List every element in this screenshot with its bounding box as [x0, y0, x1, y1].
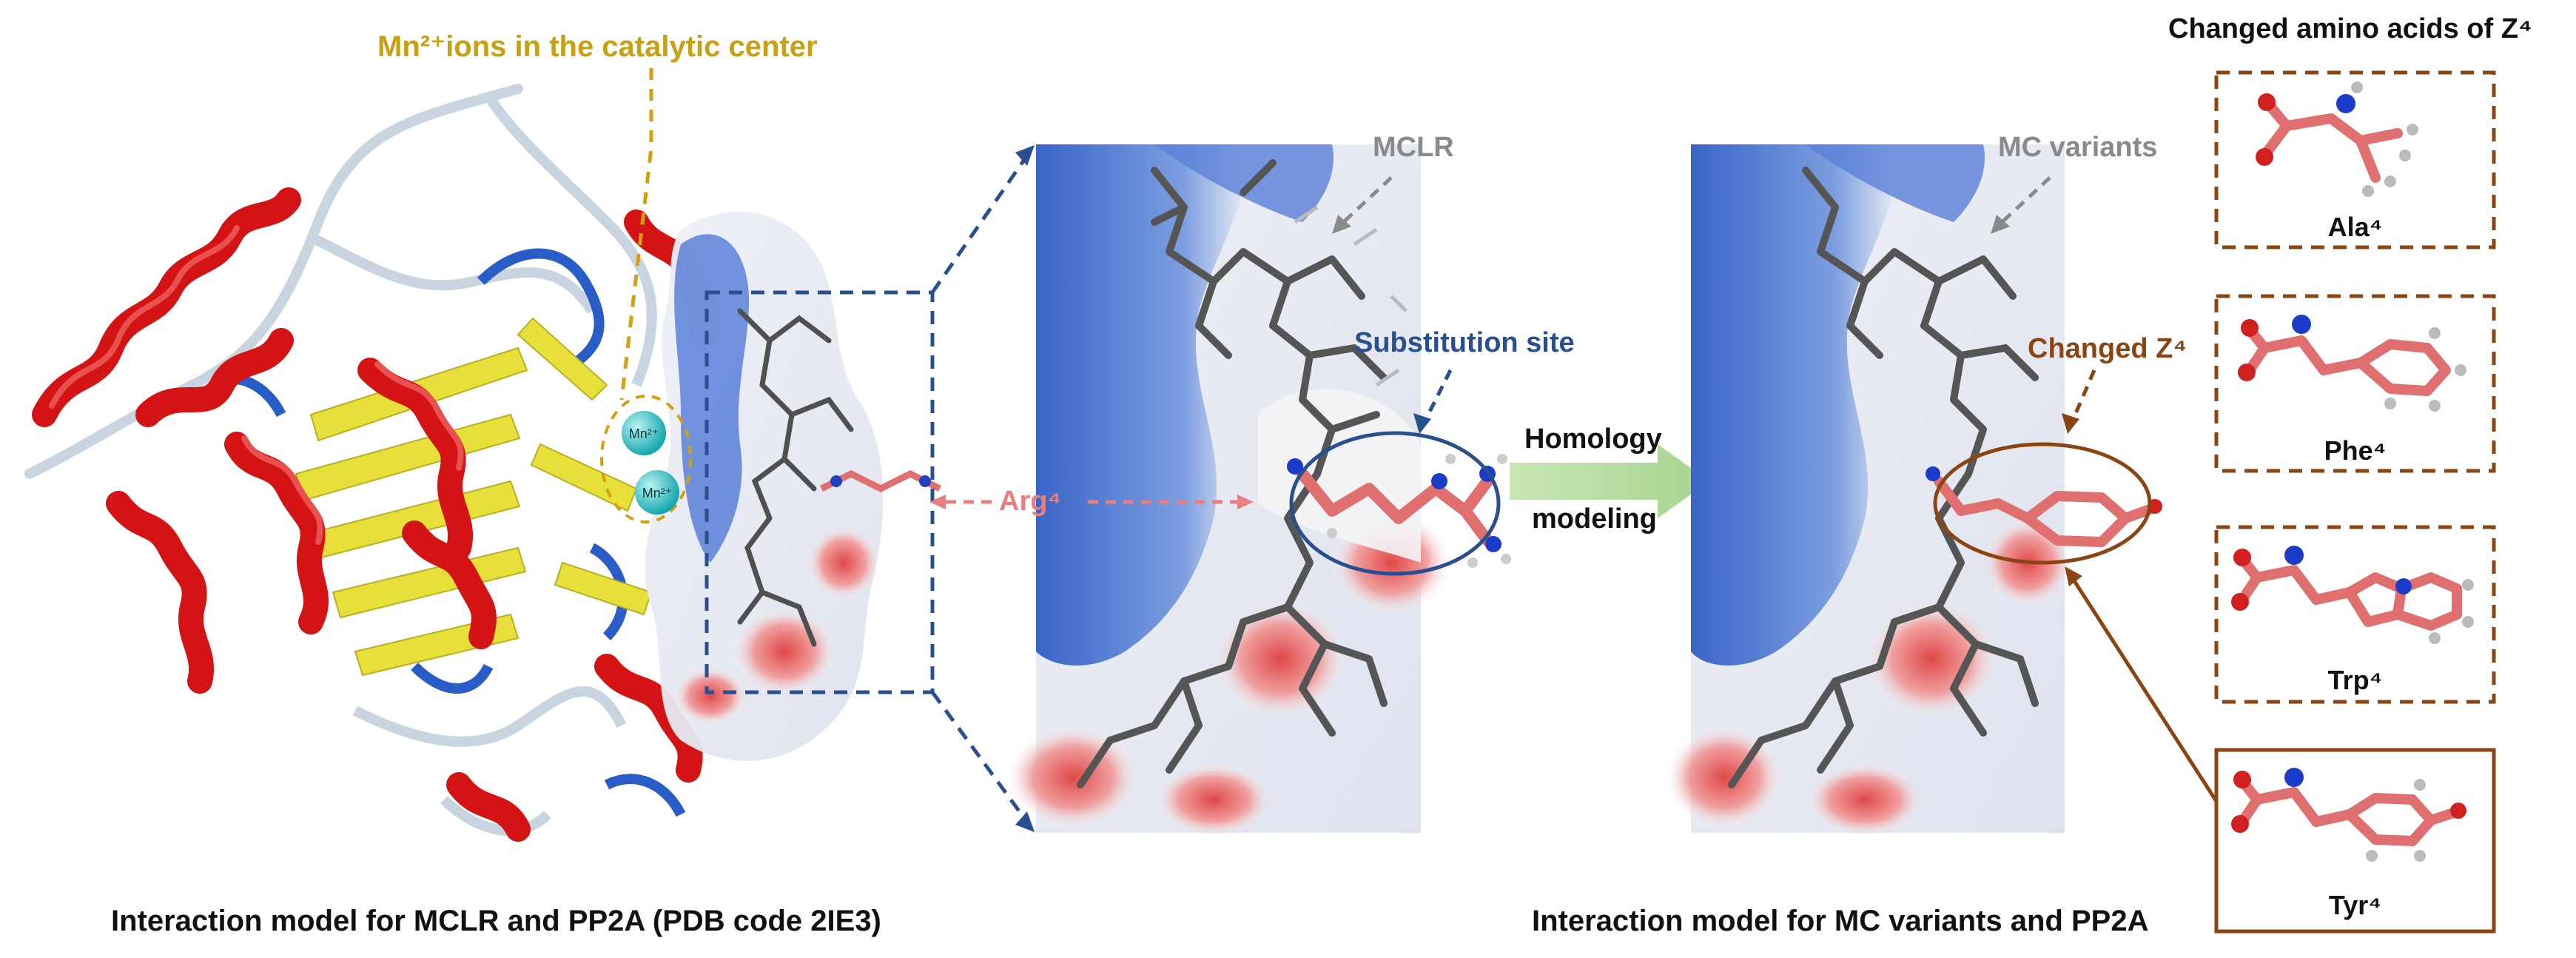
homology-arrow — [1510, 444, 1709, 518]
amino-box-trp — [2214, 525, 2496, 704]
modeling-label: modeling — [1532, 503, 1657, 535]
amino-name-phe: Phe⁴ — [2324, 435, 2387, 466]
substitution-site-label: Substitution site — [1354, 327, 1575, 358]
tyr-arrowhead — [2065, 566, 2082, 586]
tyr-to-ellipse-arrow — [2070, 576, 2222, 808]
zoom-arrowhead-top — [1015, 145, 1035, 166]
mn-ion-1 — [622, 411, 666, 455]
mclr-label: MCLR — [1373, 132, 1454, 163]
mc-variants-leader — [1997, 176, 2051, 227]
arg4-arrowhead-left — [929, 495, 946, 509]
zoom-arrowhead-bottom — [1015, 811, 1035, 832]
mn-ion-2 — [635, 470, 679, 515]
changed-z4-label: Changed Z⁴ — [2028, 333, 2187, 364]
substitution-leader — [1422, 369, 1453, 423]
arg4-arrowhead-right — [1237, 495, 1254, 509]
mn-ions-label: Mn²⁺ions in the catalytic center — [377, 30, 818, 63]
mclr-arrowhead — [1332, 215, 1351, 234]
mn-ion-1-label: Mn²⁺ — [629, 426, 659, 441]
amino-acids-title: Changed amino acids of Z⁴ — [2168, 13, 2532, 44]
protein-cartoon — [24, 84, 718, 842]
mn-leader-line — [619, 68, 653, 401]
mn-ions — [600, 395, 692, 523]
protein-surface — [645, 212, 942, 761]
amino-box-tyr — [2214, 748, 2496, 934]
amino-box-ala — [2214, 70, 2496, 249]
amino-name-trp: Trp⁴ — [2327, 665, 2383, 695]
zoom-line-bottom — [930, 691, 1035, 831]
changed-z4-arrowhead — [2062, 413, 2079, 434]
zoom-panel-mclr — [1006, 144, 1511, 837]
mc-variants-arrowhead — [1991, 215, 2010, 234]
substitution-ellipse — [1289, 431, 1501, 576]
caption-right: Interaction model for MC variants and PP… — [1532, 905, 2149, 937]
amino-name-ala: Ala⁴ — [2327, 212, 2383, 242]
zoom-line-top — [930, 147, 1035, 294]
amino-box-phe — [2214, 294, 2496, 473]
caption-left: Interaction model for MCLR and PP2A (PDB… — [111, 905, 881, 937]
changed-z4-leader — [2070, 369, 2096, 423]
changed-z4-ellipse — [1933, 442, 2152, 565]
zoom-box — [704, 290, 935, 694]
arg4-label: Arg⁴ — [999, 486, 1062, 517]
substitution-arrowhead — [1413, 413, 1431, 434]
amino-name-tyr: Tyr⁴ — [2328, 890, 2382, 920]
mn-ion-2-label: Mn²⁺ — [642, 486, 673, 500]
zoom-panel-variants — [1665, 144, 2162, 837]
mc-variants-label: MC variants — [1998, 132, 2158, 163]
mclr-leader — [1338, 176, 1393, 227]
homology-label: Homology — [1524, 423, 1662, 455]
